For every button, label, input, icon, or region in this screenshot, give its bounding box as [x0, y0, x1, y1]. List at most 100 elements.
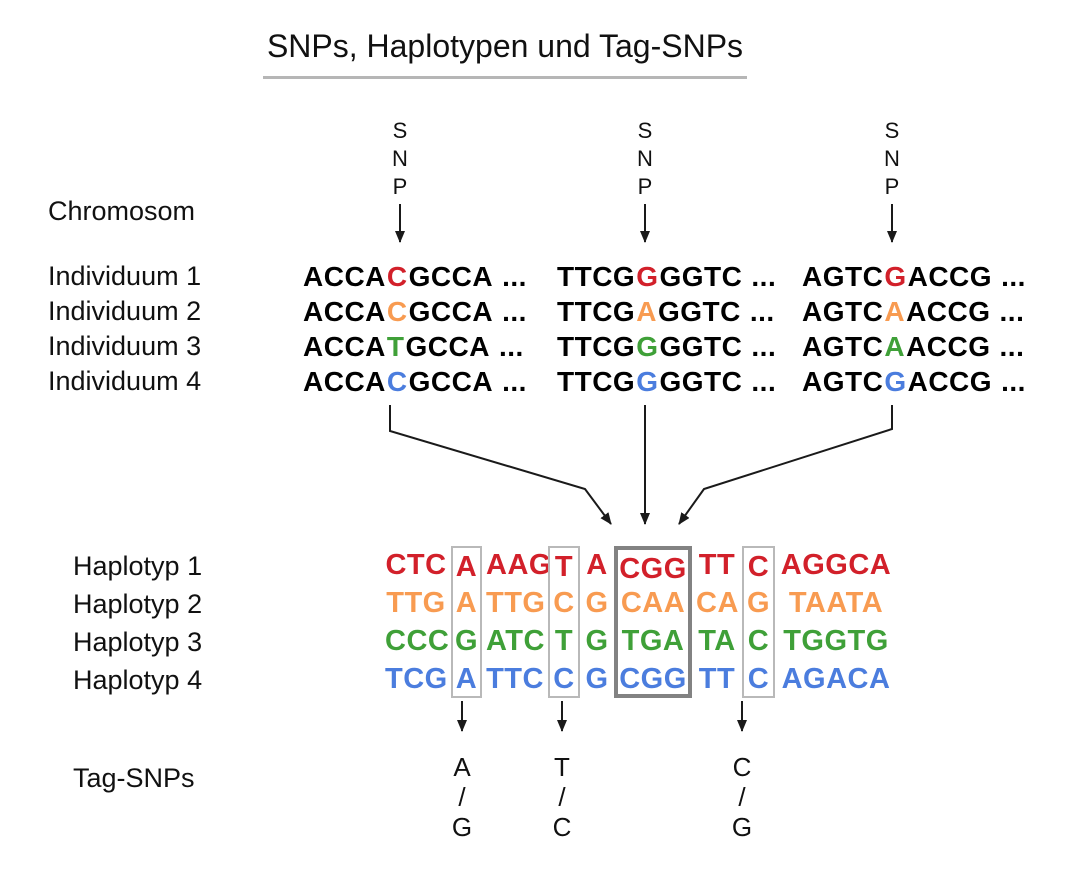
haplotype-cell-boxed: C — [548, 660, 580, 698]
label-haplotyp-1: Haplotyp 1 — [73, 551, 203, 581]
tag-allele: T — [554, 752, 570, 782]
tag-allele: C — [552, 812, 572, 842]
haplotype-cell-boxed: T — [548, 622, 580, 660]
sequence-text: TTCG — [557, 296, 636, 327]
label-individuum-3: Individuum 3 — [48, 331, 202, 361]
tag-allele: G — [731, 812, 753, 842]
ellipsis: ... — [999, 296, 1025, 327]
haplotype-cell: A — [586, 549, 608, 581]
sequence-text: GGTC — [659, 331, 743, 362]
label-haplotyp-3: Haplotyp 3 — [73, 627, 203, 657]
haplotype-cell: CCC — [385, 625, 450, 657]
sequence-text: ACCA — [303, 261, 386, 292]
haplotype-cell: TTG — [386, 587, 446, 619]
haplotype-cell: ATC — [486, 625, 545, 657]
converge-arrow-right — [678, 405, 893, 525]
snp-letter: N — [637, 146, 653, 171]
label-individuum-1: Individuum 1 — [48, 261, 202, 291]
ellipsis: ... — [999, 331, 1025, 362]
tag-snp-alleles-3: C / G — [720, 752, 764, 842]
sequence-text: ACCA — [303, 296, 386, 327]
haplotype-row-2: TTG A TTG C G CAA CA G TAATA — [385, 584, 897, 622]
snp-allele: A — [884, 331, 906, 362]
snp-allele: G — [884, 261, 907, 292]
snp-allele: A — [636, 296, 657, 327]
tag-allele: A — [453, 752, 471, 782]
sequence-text: GGTC — [659, 261, 743, 292]
snp-letter: P — [392, 174, 408, 199]
sequence-text: GGTC — [659, 366, 743, 397]
snp-letter: N — [392, 146, 408, 171]
tag-slash: / — [738, 782, 746, 812]
sequence-segment: AGTCGACCG... — [802, 364, 1026, 399]
sequence-segment: AGTCAACCG... — [802, 294, 1024, 329]
sequence-text: AGTC — [802, 261, 884, 292]
haplotype-cell-dark-boxed: CAA — [614, 584, 692, 622]
ellipsis: ... — [498, 331, 524, 362]
ellipsis: ... — [502, 261, 527, 292]
haplotype-cell: AGACA — [781, 663, 891, 695]
snp-allele: A — [884, 296, 906, 327]
sequence-segment: ACCACGCCA... — [303, 294, 527, 329]
label-haplotyp-4: Haplotyp 4 — [73, 665, 203, 695]
snp-letter: S — [884, 118, 900, 143]
label-individuum-2: Individuum 2 — [48, 296, 202, 326]
ellipsis: ... — [1001, 366, 1026, 397]
haplotype-cell-boxed: A — [451, 584, 482, 622]
sequence-text: GCCA — [408, 296, 494, 327]
snp-allele: C — [386, 261, 408, 292]
haplotype-cell-boxed: C — [742, 622, 775, 660]
sequence-segment: TTCGGGGTC... — [557, 364, 776, 399]
snp-letter: N — [884, 146, 900, 171]
haplotype-cell: G — [585, 587, 609, 619]
tag-slash: / — [558, 782, 566, 812]
haplotype-cell-boxed: G — [742, 584, 775, 622]
sequence-text: GCCA — [408, 366, 494, 397]
tag-allele: C — [732, 752, 752, 782]
sequence-segment: ACCACGCCA... — [303, 259, 527, 294]
sequence-text: GCCA — [408, 261, 494, 292]
haplotype-cell: AGGCA — [780, 549, 892, 581]
haplotype-cell: TT — [698, 663, 736, 695]
haplotype-cell-boxed: C — [742, 546, 775, 584]
sequence-text: AGTC — [802, 296, 884, 327]
haplotype-cell: TA — [698, 625, 736, 657]
snp-allele: T — [386, 331, 405, 362]
sequence-text: ACCA — [303, 331, 386, 362]
converge-arrow-left — [389, 405, 612, 525]
page-title: SNPs, Haplotypen und Tag-SNPs — [266, 28, 744, 64]
sequence-segment: ACCATGCCA... — [303, 329, 524, 364]
haplotype-cell-dark-boxed: CGG — [614, 546, 692, 585]
haplotype-row-3: CCC G ATC T G TGA TA C TGGTG — [385, 622, 897, 660]
sequence-text: ACCG — [907, 261, 993, 292]
haplotype-cell: TTC — [486, 663, 544, 695]
haplotype-cell: G — [585, 625, 609, 657]
sequence-text: GCCA — [405, 331, 490, 362]
tag-snp-alleles-1: A / G — [440, 752, 484, 842]
snp-letter: P — [637, 174, 653, 199]
snp-letter: S — [392, 118, 408, 143]
tag-slash: / — [458, 782, 466, 812]
snp-header-1: S N P — [378, 117, 422, 201]
haplotype-cell: TAATA — [788, 587, 884, 619]
haplotype-cell: TGGTG — [783, 625, 889, 657]
haplotype-row-1: CTC A AAG T A CGG TT C AGGCA — [385, 546, 897, 585]
label-haplotyp-2: Haplotyp 2 — [73, 589, 203, 619]
sequence-text: AGTC — [802, 366, 884, 397]
sequence-text: TTCG — [557, 261, 636, 292]
sequence-text: ACCA — [303, 366, 386, 397]
haplotype-cell-dark-boxed: TGA — [614, 622, 692, 660]
title-underline — [263, 76, 747, 79]
haplotype-cell-boxed: T — [548, 546, 580, 584]
ellipsis: ... — [751, 331, 777, 362]
label-individuum-4: Individuum 4 — [48, 366, 202, 396]
snp-allele: G — [884, 366, 907, 397]
haplotype-cell: CA — [696, 587, 739, 619]
haplotype-cell: G — [585, 663, 609, 695]
sequence-text: TTCG — [557, 366, 636, 397]
snp-allele: G — [636, 331, 659, 362]
sequence-text: AGTC — [802, 331, 884, 362]
ellipsis: ... — [502, 366, 527, 397]
sequence-segment: AGTCGACCG... — [802, 259, 1026, 294]
sequence-text: ACCG — [906, 296, 991, 327]
